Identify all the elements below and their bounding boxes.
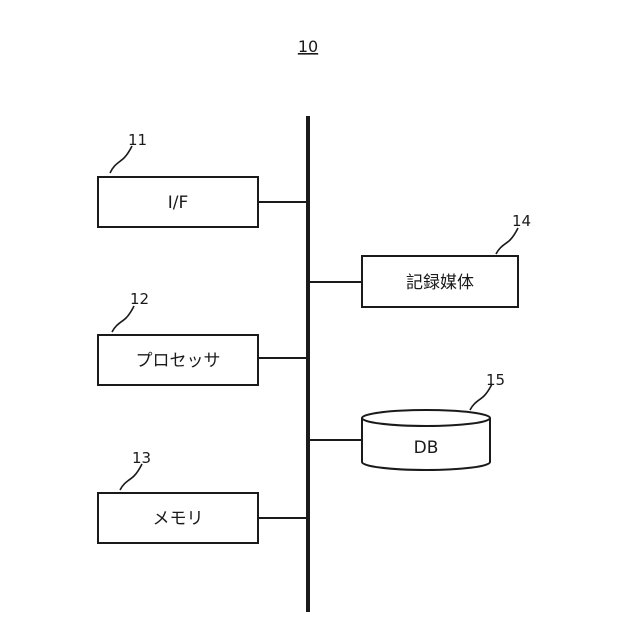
database-block: 15 DB	[308, 371, 505, 470]
figure-number: 10	[298, 37, 318, 56]
interface-ref-number: 11	[128, 131, 147, 149]
recording-medium-ref-number: 14	[512, 212, 531, 230]
processor-leader-line	[112, 306, 134, 332]
processor-block: 12 プロセッサ	[98, 290, 308, 385]
database-ref-number: 15	[486, 371, 505, 389]
memory-label: メモリ	[153, 509, 204, 529]
recording-medium-block: 14 記録媒体	[308, 212, 531, 307]
memory-leader-line	[120, 464, 142, 490]
database-cylinder-top	[362, 410, 490, 426]
interface-leader-line	[110, 146, 132, 173]
memory-ref-number: 13	[132, 449, 151, 467]
recording-medium-leader-line	[496, 228, 518, 254]
database-label: DB	[414, 438, 439, 458]
interface-label: I/F	[168, 193, 189, 213]
memory-block: 13 メモリ	[98, 449, 308, 543]
interface-block: 11 I/F	[98, 131, 308, 227]
processor-ref-number: 12	[130, 290, 149, 308]
processor-label: プロセッサ	[136, 351, 221, 371]
recording-medium-label: 記録媒体	[406, 273, 474, 293]
